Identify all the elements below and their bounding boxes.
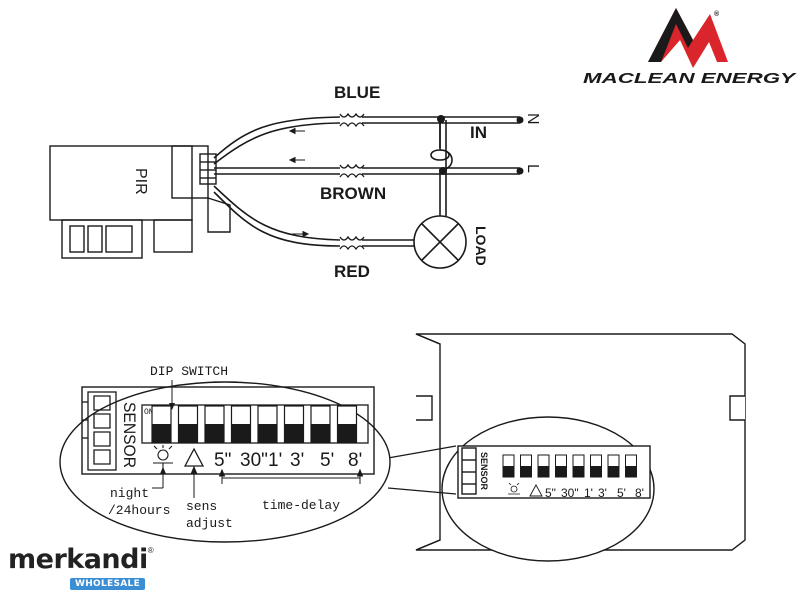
load-label: LOAD: [473, 226, 489, 266]
dip-switch: [230, 405, 252, 443]
module-dip-switch: [555, 454, 567, 478]
input-label: IN: [470, 123, 487, 142]
zoom-terminal-block: [82, 391, 117, 471]
module-time-option: 1': [584, 486, 593, 500]
time-delay-option: 5': [320, 450, 334, 471]
time-delay-option: 8': [348, 450, 362, 471]
dip-switches: [151, 405, 358, 443]
pir-base: [61, 219, 143, 259]
zoom-connector-bottom: [387, 487, 457, 495]
module-sens-icon: [529, 484, 543, 497]
logo-wordmark: MACLEAN ENERGY: [583, 71, 797, 87]
adjust-caption: adjust: [186, 516, 233, 531]
pir-housing: [49, 145, 193, 221]
time-delay-caption: time-delay: [262, 498, 340, 513]
dip-switch: [204, 405, 225, 443]
caption-pointers: [152, 465, 364, 498]
merkandi-watermark: merkandi® WHOLESALE: [8, 544, 158, 590]
module-dip-switches: [502, 454, 637, 478]
time-delay-labels: 5" 30"1' 3' 5' 8': [214, 450, 362, 471]
zoom-connector-top: [387, 445, 457, 459]
dip-switch: [336, 405, 358, 443]
red-wire-label: RED: [334, 262, 370, 281]
hours-caption: /24hours: [108, 503, 170, 518]
module-time-option: 3': [598, 486, 607, 500]
maclean-logo: ® MACLEAN ENERGY: [583, 8, 797, 87]
merkandi-wordmark: merkandi: [8, 544, 148, 575]
live-mark: L: [524, 164, 541, 173]
module-dip-switch: [572, 454, 585, 478]
module-dip-switch: [625, 454, 637, 478]
night-caption: night: [110, 486, 149, 501]
module-dip-switch: [520, 454, 532, 478]
wire-direction-arrows: [288, 127, 310, 238]
sensor-module: [415, 333, 746, 551]
dip-switch: [257, 405, 278, 443]
time-delay-option: 30": [240, 450, 268, 471]
load-lamp-icon: [413, 215, 467, 269]
time-delay-option: 5": [214, 450, 231, 471]
module-sensor-label: SENSOR: [479, 452, 489, 491]
module-dip-switch: [590, 454, 602, 478]
dip-switch: [151, 405, 172, 443]
module-time-labels: 5" 30" 1' 3' 5' 8': [545, 486, 644, 500]
time-delay-option: 1': [268, 450, 282, 471]
module-dip-switch: [607, 454, 620, 478]
module-time-option: 30": [561, 486, 579, 500]
terminal-dots: [437, 115, 524, 175]
merkandi-reg-mark: ®: [147, 546, 154, 555]
merkandi-badge: WHOLESALE: [70, 578, 146, 590]
logo-reg-mark: ®: [714, 10, 720, 18]
dip-on-mark: ON: [144, 408, 154, 417]
module-dip-switch: [537, 454, 550, 478]
neutral-mark: N: [524, 113, 541, 125]
dip-switch: [177, 405, 199, 443]
zoom-sensor-label: SENSOR: [120, 402, 139, 468]
sens-caption: sens: [186, 499, 217, 514]
pir-sensor-unit: [49, 145, 231, 259]
splice-twists: [339, 112, 365, 251]
pir-label: PIR: [132, 168, 149, 195]
dip-switch: [283, 405, 305, 443]
module-dip-switch: [502, 454, 515, 478]
brown-wire-label: BROWN: [320, 184, 386, 203]
dip-switch: [310, 405, 331, 443]
module-night-icon: [508, 482, 520, 495]
dip-switch-title: DIP SWITCH: [150, 364, 228, 379]
dip-switch-housing: [141, 404, 369, 444]
module-time-option: 5": [545, 486, 556, 500]
blue-wire-label: BLUE: [334, 83, 380, 102]
module-time-option: 8': [635, 486, 644, 500]
module-time-option: 5': [617, 486, 626, 500]
time-delay-option: 3': [290, 450, 304, 471]
